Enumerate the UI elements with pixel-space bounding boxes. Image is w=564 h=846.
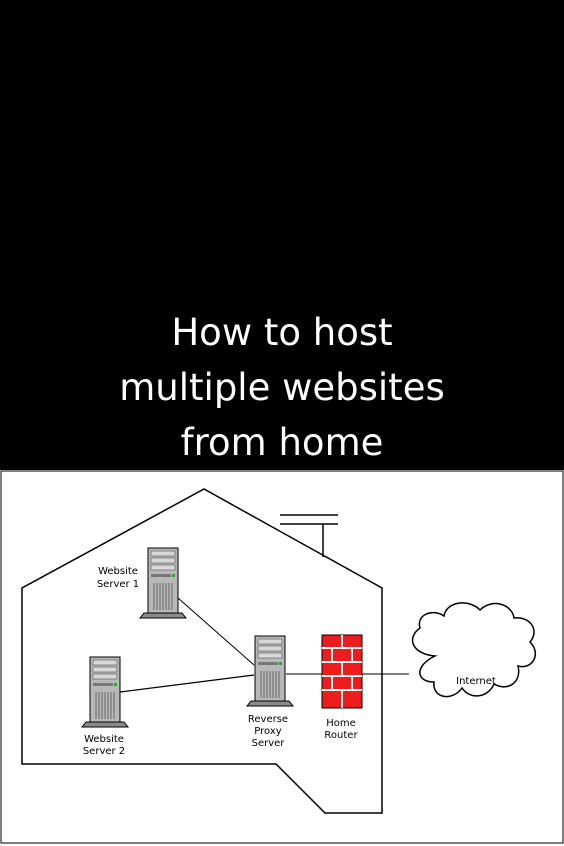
server2-label-line2: Server 2 (83, 746, 125, 757)
router-label-line1: Home (326, 718, 356, 729)
proxy-label-line2: Proxy (254, 726, 281, 737)
network-diagram: Website Server 1 Website Server 2 Revers… (0, 470, 564, 846)
proxy-label-line3: Server (252, 738, 286, 749)
page-title: How to host multiple websites from home (0, 305, 564, 470)
home-router: Home Router (321, 634, 363, 741)
server1-label-line2: Server 1 (97, 579, 139, 590)
internet-cloud: Internet (411, 602, 536, 698)
router-label-line2: Router (324, 730, 358, 741)
proxy-label-line1: Reverse (248, 714, 288, 725)
brick-firewall-icon (321, 634, 363, 709)
reverse-proxy-server: Reverse Proxy Server (246, 635, 294, 749)
cloud-icon (411, 602, 536, 698)
house-outline (21, 488, 383, 814)
server2-label-line1: Website (84, 734, 124, 745)
diagram-canvas: Website Server 1 Website Server 2 Revers… (0, 470, 564, 844)
website-server-1: Website Server 1 (97, 547, 187, 619)
link-server2-proxy (119, 674, 255, 693)
title-banner: How to host multiple websites from home (0, 305, 564, 470)
title-line-2: multiple websites (119, 366, 445, 409)
chimney (280, 514, 338, 557)
title-line-3: from home (180, 421, 384, 464)
link-server1-proxy (177, 597, 255, 666)
title-line-1: How to host (171, 311, 393, 354)
server1-label-line1: Website (98, 566, 138, 577)
website-server-2: Website Server 2 (81, 656, 129, 757)
internet-label: Internet (456, 676, 496, 687)
